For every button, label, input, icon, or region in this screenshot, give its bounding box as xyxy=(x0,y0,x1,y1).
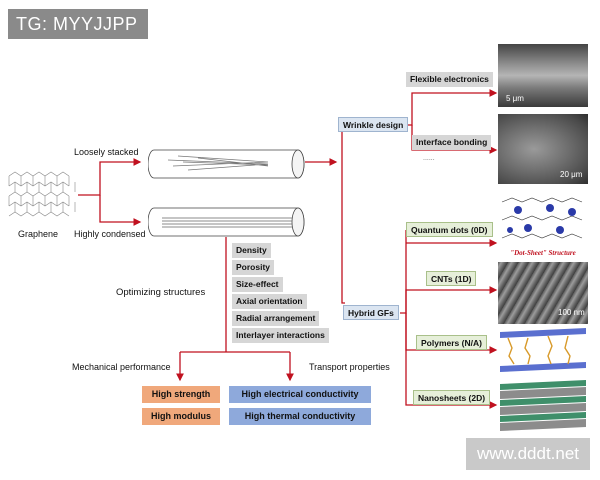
structure-size-effect: Size-effect xyxy=(232,277,283,292)
sem-cnts-image: 100 nm xyxy=(498,262,588,324)
high-thermal-conductivity-box: High thermal conductivity xyxy=(229,408,371,425)
high-electrical-conductivity-box: High electrical conductivity xyxy=(229,386,371,403)
mechanical-performance-label: Mechanical performance xyxy=(72,362,171,372)
hybrid-gfs-box: Hybrid GFs xyxy=(343,305,399,320)
interface-bonding-box: Interface bonding xyxy=(412,135,492,150)
highly-condensed-label: Highly condensed xyxy=(74,229,146,239)
nanosheets-box: Nanosheets (2D) xyxy=(413,390,491,405)
wrinkle-design-box: Wrinkle design xyxy=(338,117,409,132)
high-modulus-box: High modulus xyxy=(142,408,220,425)
dot-sheet-caption: "Dot-Sheet" Structure xyxy=(510,249,576,257)
structure-porosity: Porosity xyxy=(232,260,275,275)
nanosheets-structure-image xyxy=(498,376,588,432)
sem-interface-image: 20 μm xyxy=(498,114,588,184)
quantum-dots-structure-image: "Dot-Sheet" Structure xyxy=(498,188,588,260)
optimizing-structures-label: Optimizing structures xyxy=(116,287,206,298)
quantum-dots-box: Quantum dots (0D) xyxy=(406,222,493,237)
loosely-stacked-label: Loosely stacked xyxy=(74,147,139,157)
graphene-label: Graphene xyxy=(18,229,59,239)
structure-interlayer-interactions: Interlayer interactions xyxy=(232,328,329,343)
structure-density: Density xyxy=(232,243,271,258)
cnts-box: CNTs (1D) xyxy=(426,271,477,286)
loose-fiber-image xyxy=(148,149,305,179)
transport-properties-label: Transport properties xyxy=(309,362,390,372)
graphene-lattice-image xyxy=(8,171,76,217)
polymer-structure-image xyxy=(498,326,588,374)
site-watermark: www.dddt.net xyxy=(466,438,590,470)
flexible-electronics-box: Flexible electronics xyxy=(406,72,493,87)
condensed-fiber-image xyxy=(148,207,305,237)
polymers-box: Polymers (N/A) xyxy=(416,335,487,350)
structure-axial-orientation: Axial orientation xyxy=(232,294,307,309)
sem-wrinkled-fiber-image: 5 μm xyxy=(498,44,588,107)
high-strength-box: High strength xyxy=(142,386,220,403)
telegram-watermark: TG: MYYJJPP xyxy=(8,9,148,39)
structure-radial-arrangement: Radial arrangement xyxy=(232,311,320,326)
ellipsis-text: ...... xyxy=(423,155,435,162)
